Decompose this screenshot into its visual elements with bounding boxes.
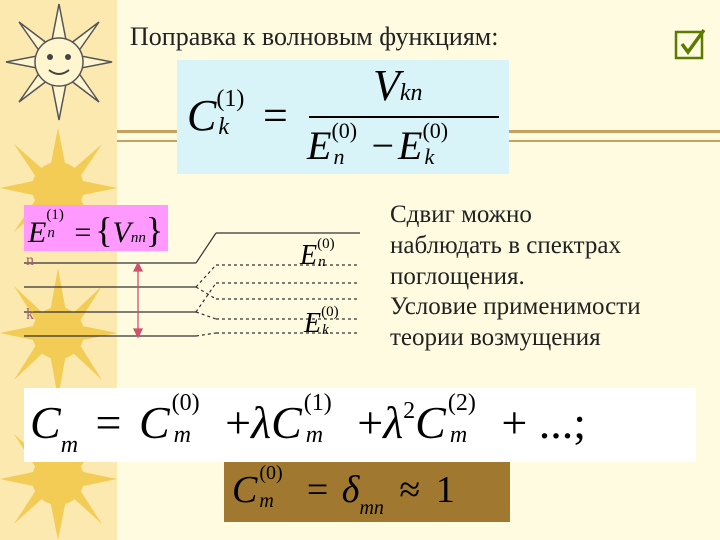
energy-level-diagram [24,232,360,339]
formula-brace-open: { [95,210,113,250]
side-text-line: Условие применимости [390,293,641,321]
perturbation-series-formula: Cm = C(0)m +λC(1)m +λ2C(2)m + ...; [24,388,696,462]
formula-equals: = [74,216,92,249]
formula-brace-close: } [145,210,164,250]
unperturbed-energy-n: E(0) n [300,236,345,272]
slide-title: Поправка к волновым функциям: [130,22,499,51]
formula-symbol: C [271,397,302,448]
formula-subscript: m [449,422,468,448]
formula-superscript: 2 [403,398,416,424]
formula-plus: + [357,397,384,448]
formula-symbol: V [112,216,131,249]
formula-subscript: m [305,422,324,448]
first-order-coefficient-formula: C(1)k = Vkn E(0)n−E(0)k [177,60,509,174]
level-label-n: n [26,252,34,269]
formula-delta: δ [341,469,360,511]
formula-tail: + ...; [501,397,587,448]
side-text-line: поглощения. [390,262,525,290]
formula-superscript: (0) [317,236,335,252]
formula-approx: ≈ [399,469,421,511]
formula-superscript: (1) [46,207,64,223]
formula-superscript: (0) [331,118,358,143]
sun-icon [0,268,117,398]
formula-superscript: (2) [447,390,476,416]
formula-lambda: λ [251,397,272,448]
formula-lambda: λ [383,397,404,448]
formula-symbol: E [304,308,322,339]
formula-symbol: E [307,123,332,168]
unperturbed-energy-k: E(0) k [304,304,349,340]
formula-superscript: (1) [303,390,332,416]
formula-subscript: m [259,490,274,512]
energy-correction-formula: E(1) n ={Vnn} [24,205,168,251]
formula-symbol: E [398,123,423,168]
formula-subscript: k [424,144,435,169]
formula-subscript: n [318,254,326,270]
formula-subscript: nn [130,230,146,246]
level-label-k: k [26,306,34,323]
formula-subscript: k [322,322,329,338]
formula-one: 1 [435,469,455,511]
formula-subscript: k [218,114,230,140]
side-description: Сдвиг можно наблюдать в спектрах поглоще… [390,200,720,354]
zero-order-coefficient-formula: C(0) m = δmn ≈ 1 [224,462,510,522]
formula-minus: − [371,123,394,168]
formula-symbol: C [187,91,217,140]
formula-superscript: (1) [216,86,245,112]
formula-superscript: (0) [171,390,200,416]
side-text-line: наблюдать в спектрах [390,231,621,259]
checked-box-icon [674,28,706,60]
formula-superscript: (0) [321,304,339,320]
side-text-line: Сдвиг можно [390,201,532,228]
formula-equals: = [263,91,288,140]
formula-symbol: V [373,61,400,110]
formula-symbol: C [30,397,61,448]
fraction-bar [309,116,499,118]
formula-subscript: kn [399,80,423,106]
formula-symbol: C [415,397,446,448]
formula-superscript: (0) [259,462,283,484]
formula-plus: + [225,397,252,448]
formula-subscript: n [333,144,345,169]
side-text-line: теории возмущения [390,324,601,351]
formula-subscript: mn [359,497,384,519]
formula-symbol: C [138,397,170,448]
formula-symbol: E [28,216,47,249]
formula-equals: = [306,469,329,511]
formula-subscript: m [173,422,192,448]
formula-symbol: C [232,469,258,511]
formula-superscript: (0) [422,118,449,143]
formula-subscript: m [60,432,79,458]
sun-face-icon [5,3,113,121]
formula-symbol: E [300,240,318,271]
formula-subscript: n [47,225,55,241]
formula-equals: = [95,397,122,448]
